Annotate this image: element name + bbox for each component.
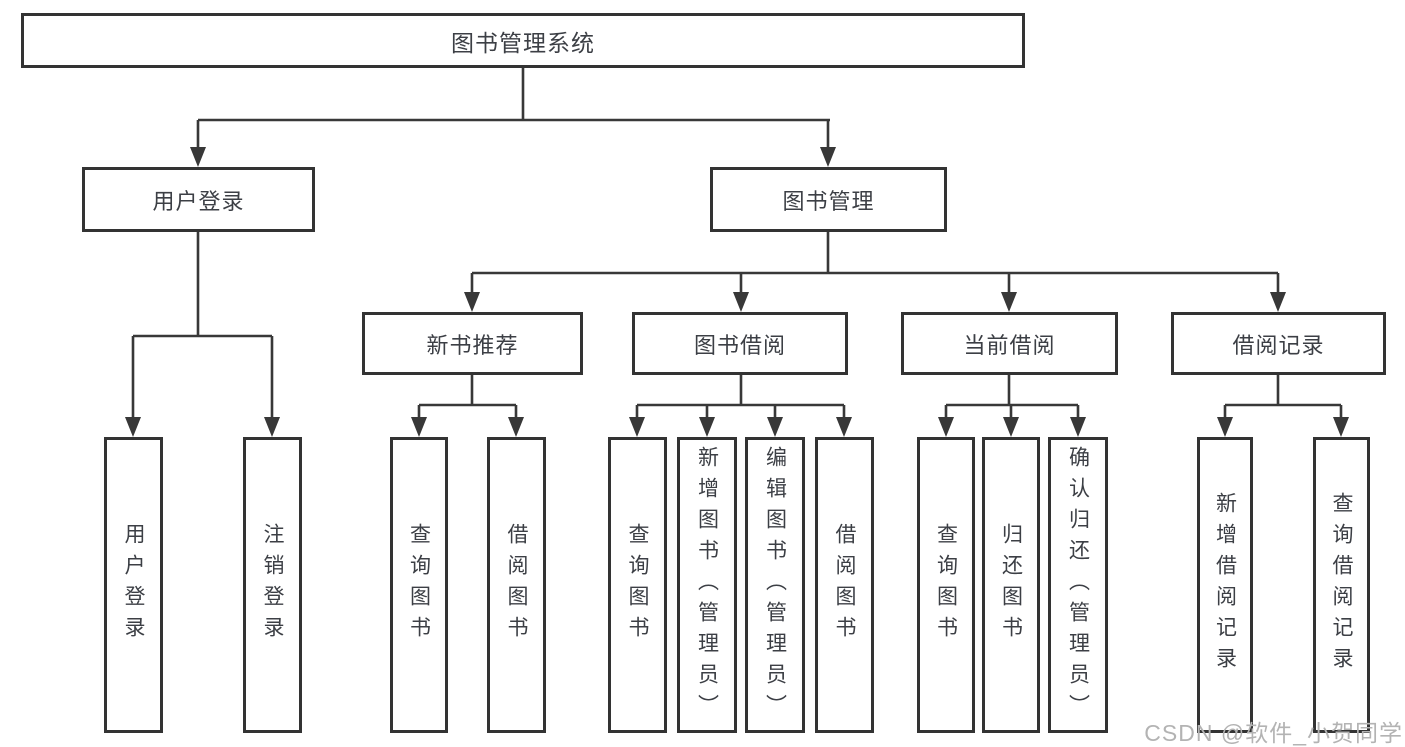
node-label: 借阅图书 [833,523,856,647]
node-label: 图书管理系统 [451,29,595,56]
node-label: 注销登录 [261,523,284,647]
node-label: 归还图书 [999,523,1023,647]
leaf-confirm-return-admin: 确认归还（管理员） [1048,437,1108,733]
leaf-query-books-recommend: 查询图书 [390,437,448,733]
node-label: 借阅记录 [1232,332,1325,358]
leaf-logout-login: 注销登录 [243,437,302,733]
node-label: 确认归还（管理员） [1066,445,1090,725]
leaf-borrow-books-recommend: 借阅图书 [487,437,546,733]
csdn-watermark: CSDN @软件_小贺同学 [1144,720,1403,746]
node-label: 编辑图书（管理员） [763,445,787,725]
node-label: 图书借阅 [693,332,786,358]
node-label: 用户登录 [152,188,245,214]
arrowheads [125,147,1349,437]
leaf-borrow-books: 借阅图书 [815,437,874,733]
leaf-user-login: 用户登录 [104,437,163,733]
node-label: 查询借阅记录 [1330,492,1353,678]
node-label: 新增借阅记录 [1213,492,1237,678]
node-label: 新书推荐 [426,332,519,358]
leaf-edit-books-admin: 编辑图书（管理员） [745,437,805,733]
node-label: 查询图书 [934,523,958,647]
leaf-add-borrow-record: 新增借阅记录 [1197,437,1253,733]
node-label: 用户登录 [122,523,145,647]
node-library-management-system: 图书管理系统 [21,13,1025,68]
node-label: 查询图书 [407,523,431,647]
leaf-return-books: 归还图书 [982,437,1040,733]
node-user-login: 用户登录 [82,167,315,232]
node-label: 图书管理 [782,188,875,214]
node-label: 当前借阅 [963,332,1056,358]
node-label: 借阅图书 [505,523,528,647]
leaf-query-books-current: 查询图书 [917,437,975,733]
node-new-book-recommend: 新书推荐 [362,312,583,375]
leaf-query-books-borrow: 查询图书 [608,437,667,733]
node-borrowing-records: 借阅记录 [1171,312,1386,375]
node-label: 查询图书 [626,523,649,647]
node-current-borrowing: 当前借阅 [901,312,1118,375]
node-label: 新增图书（管理员） [695,445,719,725]
leaf-query-borrow-record: 查询借阅记录 [1313,437,1370,733]
leaf-add-books-admin: 新增图书（管理员） [677,437,737,733]
node-book-borrowing: 图书借阅 [632,312,848,375]
node-book-management: 图书管理 [710,167,947,232]
